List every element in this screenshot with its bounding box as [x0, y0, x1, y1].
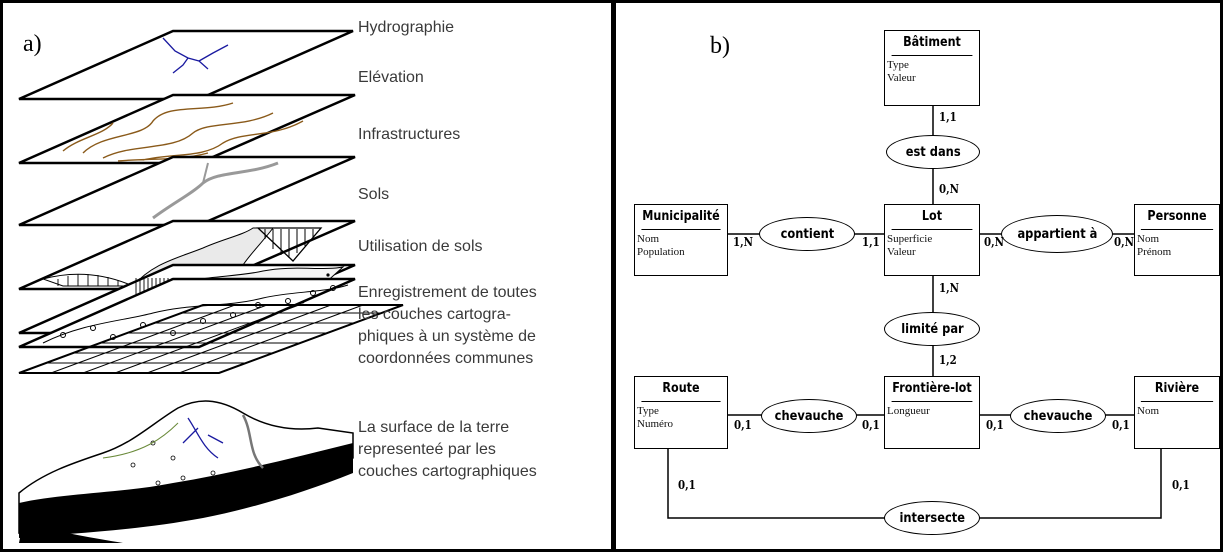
entity-attributes: Nom [1137, 405, 1159, 417]
panel-a-layers: a) [3, 3, 611, 549]
entity-attributes: Type Numéro [637, 405, 674, 430]
label-surface: La surface de la terre representeé par l… [358, 419, 537, 480]
relation-label: contient [780, 226, 834, 242]
entity-name: Bâtiment [891, 31, 973, 56]
relation-label: chevauche [774, 408, 844, 424]
entity-name: Route [641, 377, 721, 402]
label-infrastructures: Infrastructures [358, 126, 461, 143]
entity-name: Personne [1140, 205, 1214, 230]
relation-limite-par: limité par [884, 312, 980, 346]
label-hydrographie: Hydrographie [358, 19, 455, 36]
layer-infrastructures [18, 155, 356, 227]
entity-name: Municipalité [641, 205, 721, 230]
layer-elevation [18, 93, 356, 165]
label-enregistrement: Enregistrement de toutes les couches car… [358, 284, 537, 367]
entity-batiment: Bâtiment Type Valeur [884, 30, 980, 106]
cardinality-limite-frontiere: 1,2 [939, 353, 957, 367]
cardinality-contient-lot: 1,1 [862, 235, 880, 249]
cardinality-estdans-lot: 0,N [939, 182, 959, 196]
entity-attributes: Nom Population [637, 233, 685, 258]
entity-name: Frontière-lot [891, 377, 973, 402]
panel-a-letter: a) [23, 31, 42, 57]
entity-riviere: Rivière Nom [1134, 376, 1220, 449]
relation-chevauche-riviere: chevauche [1010, 399, 1106, 433]
label-elevation: Elévation [358, 69, 424, 86]
entity-attributes: Superficie Valeur [887, 233, 933, 258]
cardinality-route-chevauche: 0,1 [734, 418, 752, 432]
relation-appartient-a: appartient à [1001, 215, 1113, 253]
entity-attributes: Nom Prénom [1137, 233, 1172, 258]
relation-est-dans: est dans [886, 135, 980, 169]
entity-attributes: Longueur [887, 405, 930, 417]
cardinality-municipalite-contient: 1,N [733, 235, 753, 249]
label-sols: Sols [358, 186, 390, 203]
cardinality-frontiere-chevauche: 0,1 [986, 418, 1004, 432]
cardinality-lot-limite: 1,N [939, 281, 959, 295]
entity-attributes: Type Valeur [887, 59, 916, 84]
entity-personne: Personne Nom Prénom [1134, 204, 1220, 276]
cardinality-batiment-estdans: 1,1 [939, 110, 957, 124]
relation-label: intersecte [899, 510, 965, 526]
panel-divider [611, 3, 616, 552]
label-utilisation: Utilisation de sols [358, 238, 483, 255]
layer-hydrographie [18, 29, 354, 101]
cardinality-lot-appartient: 0,N [984, 235, 1004, 249]
entity-route: Route Type Numéro [634, 376, 728, 449]
layers-illustration [18, 29, 404, 543]
relation-contient: contient [759, 217, 855, 251]
layer-grid [18, 304, 404, 374]
entity-name: Rivière [1140, 377, 1214, 402]
relation-chevauche-route: chevauche [761, 399, 857, 433]
cardinality-appartient-personne: 0,N [1114, 235, 1134, 249]
relation-label: appartient à [1017, 226, 1097, 242]
cardinality-chevauche-riviere: 0,1 [1112, 418, 1130, 432]
entity-name: Lot [891, 205, 973, 230]
cardinality-route-intersecte: 0,1 [678, 478, 696, 492]
entity-lot: Lot Superficie Valeur [884, 204, 980, 276]
relation-intersecte: intersecte [884, 501, 980, 535]
cardinality-riviere-intersecte: 0,1 [1172, 478, 1190, 492]
panel-b-er-diagram: b) Bâtiment Type Valeur [616, 3, 1220, 549]
relation-label: est dans [905, 144, 961, 160]
relation-label: chevauche [1023, 408, 1093, 424]
terrain-surface [18, 400, 354, 543]
cardinality-chevauche-frontiere: 0,1 [862, 418, 880, 432]
entity-frontiere-lot: Frontière-lot Longueur [884, 376, 980, 449]
relation-label: limité par [900, 321, 964, 337]
entity-municipalite: Municipalité Nom Population [634, 204, 728, 276]
panel-b-letter: b) [710, 33, 730, 59]
